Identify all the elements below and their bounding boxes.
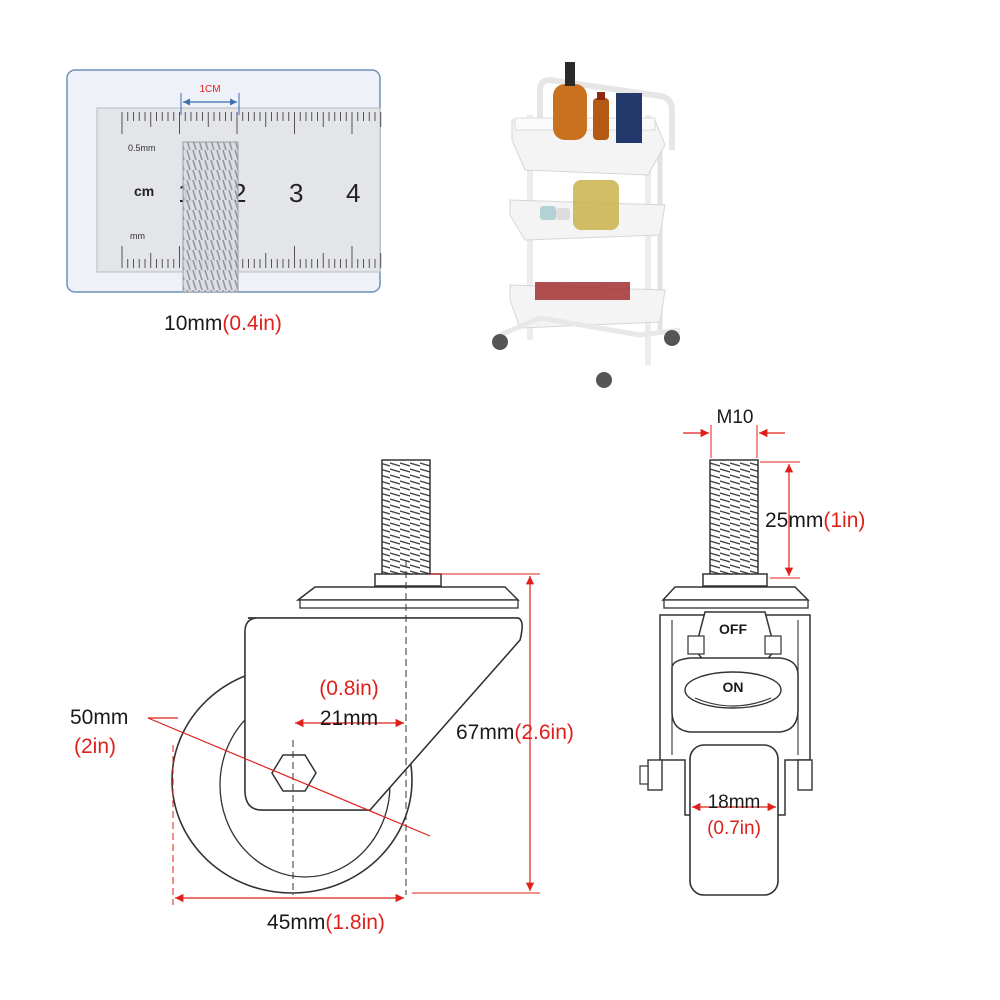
ruler-caption-metric: 10mm [164, 312, 222, 335]
ruler-number-3: 3 [289, 178, 303, 208]
side-axle-hex-nut [271, 754, 317, 792]
front-wheel [689, 744, 779, 896]
front-thread-size: M10 [717, 407, 754, 428]
front-stem-length-label: 25mm(1in) [765, 509, 865, 532]
cart-wheel-right [664, 330, 680, 346]
front-brake-on-label: ON [723, 679, 744, 695]
front-wheel-width-metric: 18mm [708, 792, 761, 813]
cart-wheel-front [596, 372, 612, 388]
ruler-caption-imperial: (0.4in) [222, 312, 282, 335]
ruler-caption: 10mm(0.4in) [164, 312, 282, 335]
front-stem-length-imperial: (1in) [823, 509, 865, 532]
front-brake-on-button [684, 671, 782, 709]
ruler-number-4: 4 [346, 178, 360, 208]
side-height-label: 67mm(2.6in) [456, 721, 574, 744]
side-diameter-imperial: (2in) [74, 735, 116, 758]
side-width-imperial: (1.8in) [325, 911, 385, 934]
cart-bottle-cognac [553, 84, 587, 140]
front-stem-nut [702, 573, 768, 587]
cart-tea-jar [573, 180, 619, 230]
front-threaded-stem [709, 459, 759, 579]
ruler-unit-mm: mm [130, 231, 145, 241]
ruler-scale-label: 0.5mm [128, 143, 156, 153]
cart-basket-top [511, 117, 666, 176]
cart-book-stack [535, 282, 630, 300]
front-brake-off-label: OFF [719, 621, 747, 637]
side-width-label: 45mm(1.8in) [267, 911, 385, 934]
ruler-photo: 0.5mm cm mm 1 2 3 4 1CM 10mm(0.4in) [66, 69, 382, 335]
cart-handle [537, 76, 675, 150]
front-top-plate [661, 586, 810, 601]
ruler-1cm-callout: 1CM [199, 84, 220, 95]
cart-wheel-left [492, 334, 508, 350]
front-wheel-width-imperial: (0.7in) [707, 818, 761, 839]
side-offset-imperial: (0.8in) [319, 677, 379, 700]
caster-front-view: M10 25mm(1in) OFF ON [639, 407, 865, 896]
cart-box-blue [616, 93, 642, 143]
side-diameter-metric: 50mm [70, 706, 128, 729]
caster-side-view: 50mm (2in) (0.8in) 21mm 67mm(2.6in) 45mm… [70, 459, 574, 934]
ruler-top-ticks [121, 112, 382, 134]
side-offset-metric: 21mm [320, 707, 378, 730]
front-brake-off-tab [694, 611, 776, 663]
cart-bottle-small [593, 98, 609, 140]
ruler-unit-cm: cm [134, 183, 154, 199]
side-width-metric: 45mm [267, 911, 325, 934]
bolt-threaded-rod [183, 142, 238, 292]
side-height-imperial: (2.6in) [514, 721, 574, 744]
front-stem-length-metric: 25mm [765, 509, 823, 532]
side-diameter-dimension [147, 717, 431, 837]
side-top-plate [295, 586, 520, 601]
front-axle-bolt-right [797, 759, 813, 791]
side-height-metric: 67mm [456, 721, 514, 744]
side-stem-nut [374, 573, 442, 587]
utility-cart-illustration [492, 62, 681, 388]
front-axle-bolt-left [647, 759, 663, 791]
